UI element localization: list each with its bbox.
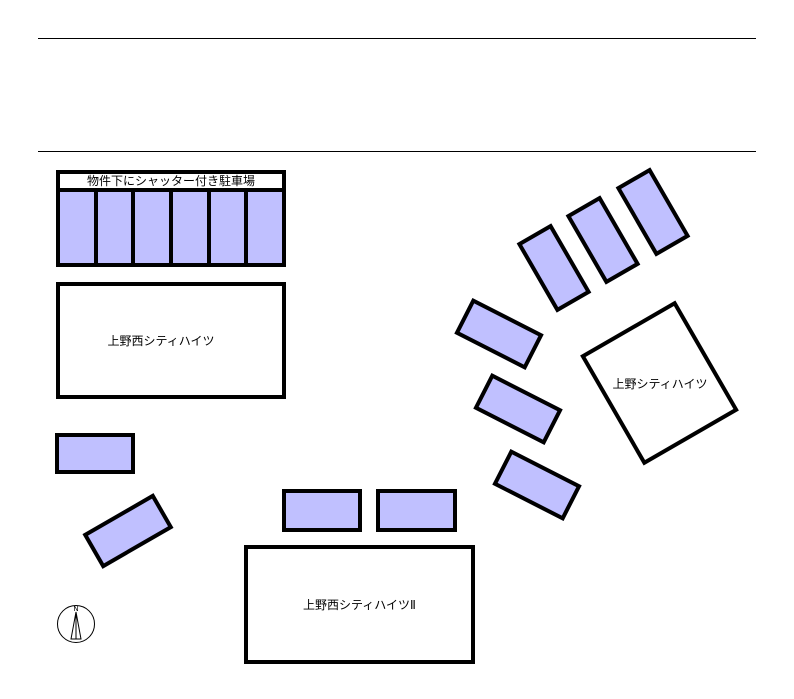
garage-bay	[135, 192, 170, 263]
building-label: 上野西シティハイツⅡ	[303, 598, 416, 612]
garage-bay	[97, 192, 132, 263]
garage-bays	[60, 192, 283, 263]
parking-space	[282, 489, 362, 532]
garage-bay	[248, 192, 283, 263]
building-label-wrap: 上野シティハイツ	[590, 375, 730, 392]
garage-bay	[173, 192, 207, 263]
parking-space	[55, 433, 135, 474]
parking-space	[473, 373, 563, 445]
map-top-divider	[38, 151, 756, 152]
garage-bay	[210, 192, 245, 263]
shutter-garage: 物件下にシャッター付き駐車場	[56, 170, 286, 267]
building-label: 上野シティハイツ	[612, 377, 708, 391]
garage-bay	[60, 192, 94, 263]
building-nishi-city-heights: 上野西シティハイツ	[56, 282, 286, 399]
parking-space	[492, 449, 582, 521]
north-arrow-icon: N	[57, 605, 95, 643]
garage-label: 物件下にシャッター付き駐車場	[60, 174, 282, 188]
compass-letter: N	[73, 605, 78, 613]
building-label: 上野西シティハイツ	[107, 334, 215, 348]
parking-space	[376, 489, 457, 532]
building-nishi-city-heights-2: 上野西シティハイツⅡ	[244, 545, 475, 664]
parking-space	[82, 493, 174, 569]
parking-space	[454, 298, 544, 370]
top-divider	[38, 38, 756, 39]
